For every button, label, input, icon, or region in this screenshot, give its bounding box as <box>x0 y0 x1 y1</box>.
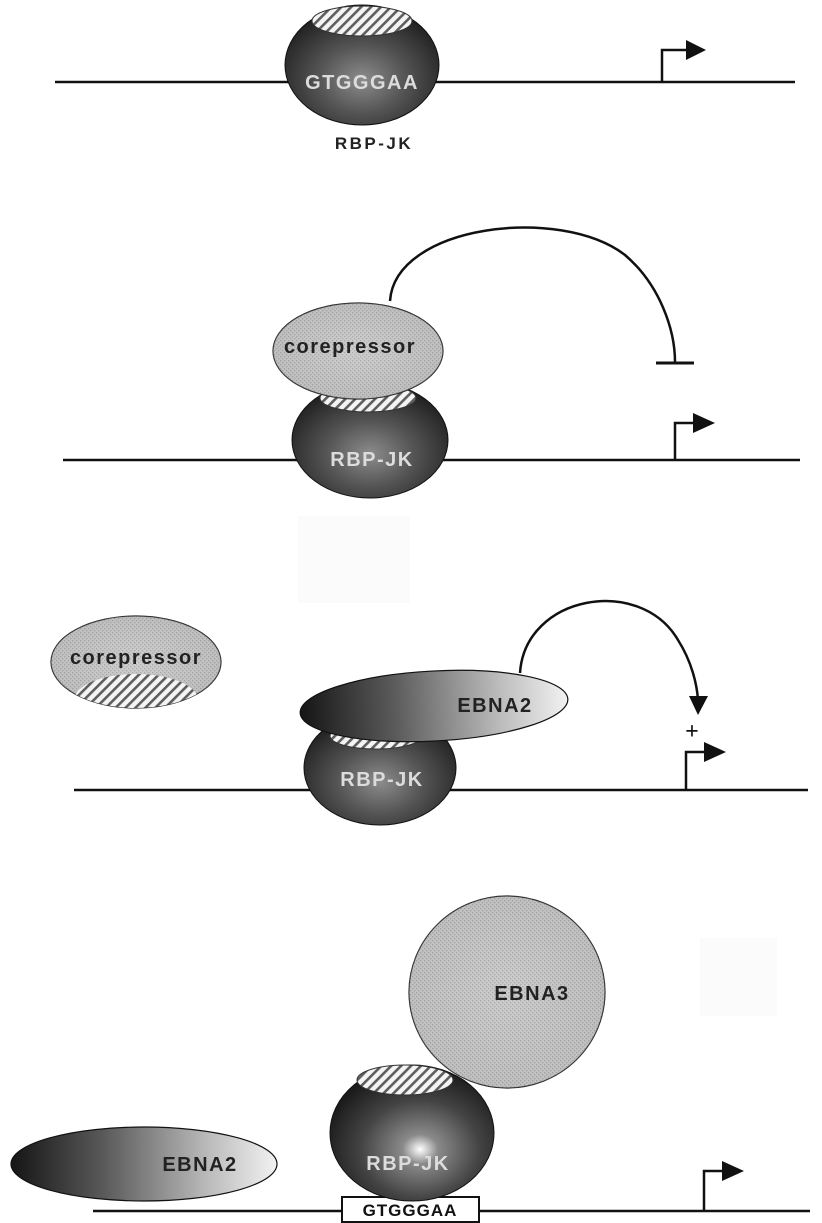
binding-pocket <box>356 1064 454 1096</box>
rbp-jk-protein: GTGGGAA <box>284 4 440 126</box>
corepressor-protein: corepressor <box>272 302 444 400</box>
corepressor-label: corepressor <box>284 336 416 358</box>
promoter-arrow-icon <box>684 742 726 790</box>
ebna2-protein: EBNA2 <box>299 669 569 743</box>
ebna2-label: EBNA2 <box>162 1154 237 1176</box>
ebna3-label: EBNA3 <box>494 983 569 1005</box>
arrow-head-icon <box>689 696 708 715</box>
activation-plus-sign: + <box>685 719 699 745</box>
promoter-arrow-icon <box>702 1161 744 1211</box>
panel-3: + corepressor RBP-JK EBNA2 <box>50 599 808 826</box>
rbp-jk-protein: RBP-JK <box>291 381 449 499</box>
activation-arc <box>518 599 708 715</box>
ebna2-label: EBNA2 <box>457 695 532 717</box>
binding-pocket <box>311 5 413 37</box>
panel-2: RBP-JK corepressor <box>63 226 800 499</box>
background-smudge <box>298 516 410 603</box>
free-ebna2-protein: EBNA2 <box>10 1126 278 1202</box>
rbp-jk-label: RBP-JK <box>335 134 413 153</box>
free-corepressor-protein: corepressor <box>50 615 222 709</box>
rbp-jk-protein: RBP-JK <box>329 1064 495 1202</box>
corepressor-label: corepressor <box>70 647 202 669</box>
dna-site-label: GTGGGAA <box>363 1201 458 1220</box>
ebna3-protein: EBNA3 <box>408 895 606 1089</box>
rbp-jk-label: RBP-JK <box>340 769 423 791</box>
repression-arc <box>388 226 694 365</box>
promoter-arrow-icon <box>660 40 706 82</box>
panel-4: GTGGGAA EBNA2 RBP-JK EBNA3 <box>10 895 810 1223</box>
dna-site-label: GTGGGAA <box>305 72 419 94</box>
panel-1: GTGGGAA RBP-JK <box>55 4 795 153</box>
rbp-jk-label: RBP-JK <box>330 449 413 471</box>
exposed-binding-surface <box>74 674 198 708</box>
background-smudge <box>700 938 777 1016</box>
promoter-arrow-icon <box>673 413 715 460</box>
rbp-jk-label: RBP-JK <box>366 1153 449 1175</box>
